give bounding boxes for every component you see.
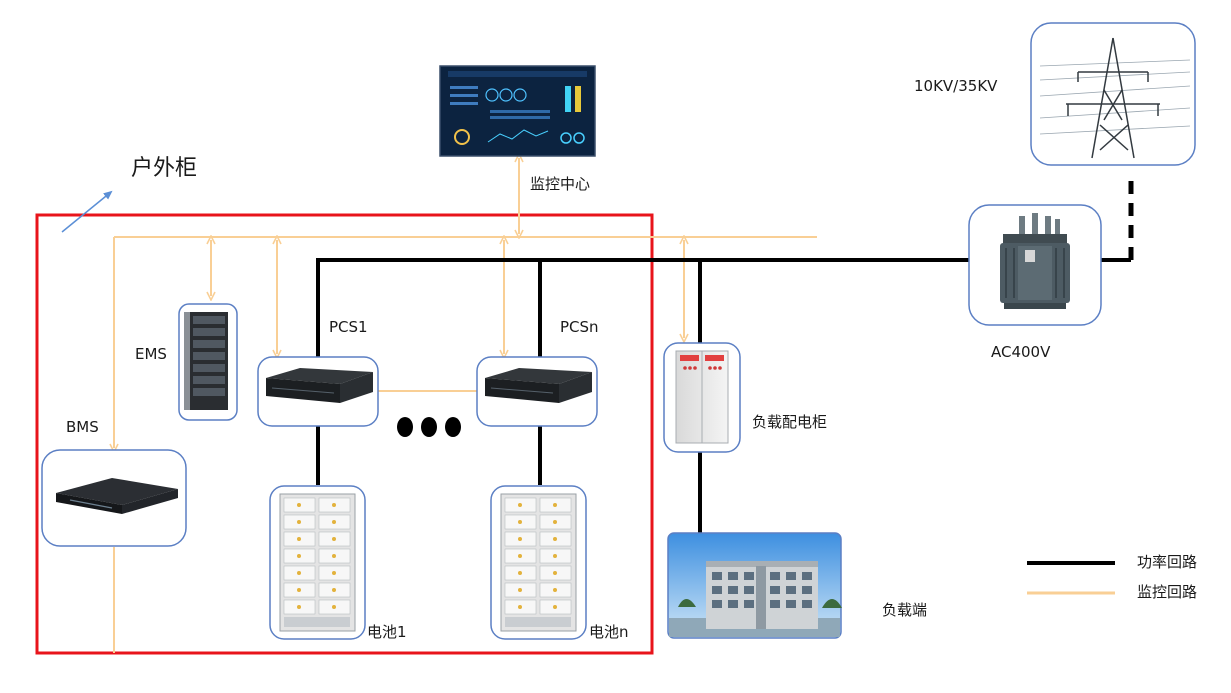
grid-voltage-label: 10KV/35KV	[914, 77, 998, 95]
load-building	[667, 532, 842, 639]
pcs1-label: PCS1	[329, 318, 368, 336]
battery1-rack	[269, 485, 366, 640]
transformer-voltage-label: AC400V	[991, 343, 1051, 361]
transmission-tower	[1030, 22, 1196, 166]
batteryn-label: 电池n	[589, 623, 629, 641]
ems-rack	[178, 303, 238, 421]
outdoor-cabinet-label: 户外柜	[131, 156, 198, 181]
monitoring-center-screen	[439, 65, 596, 157]
load-end-label: 负载端	[882, 601, 928, 619]
pcs1-unit	[257, 356, 379, 427]
bms-device	[41, 449, 187, 547]
bms-label: BMS	[66, 418, 99, 436]
outdoor-cabinet-pointer	[61, 190, 113, 233]
legend-power-label: 功率回路	[1137, 553, 1198, 571]
batteryn-rack	[490, 485, 587, 640]
ellipsis-dots	[397, 417, 461, 437]
legend-monitor-label: 监控回路	[1137, 583, 1198, 601]
battery1-label: 电池1	[367, 623, 407, 641]
pcsn-unit	[476, 356, 598, 427]
monitoring-center-label: 监控中心	[530, 175, 591, 193]
load-distribution-cabinet	[663, 342, 741, 453]
load-cabinet-label: 负载配电柜	[752, 413, 828, 431]
transformer	[968, 204, 1102, 326]
monitor-lines	[114, 158, 817, 653]
ems-label: EMS	[135, 345, 167, 363]
pcsn-label: PCSn	[560, 318, 599, 336]
power-lines	[316, 258, 1131, 533]
outdoor-cabinet-border	[35, 213, 654, 655]
